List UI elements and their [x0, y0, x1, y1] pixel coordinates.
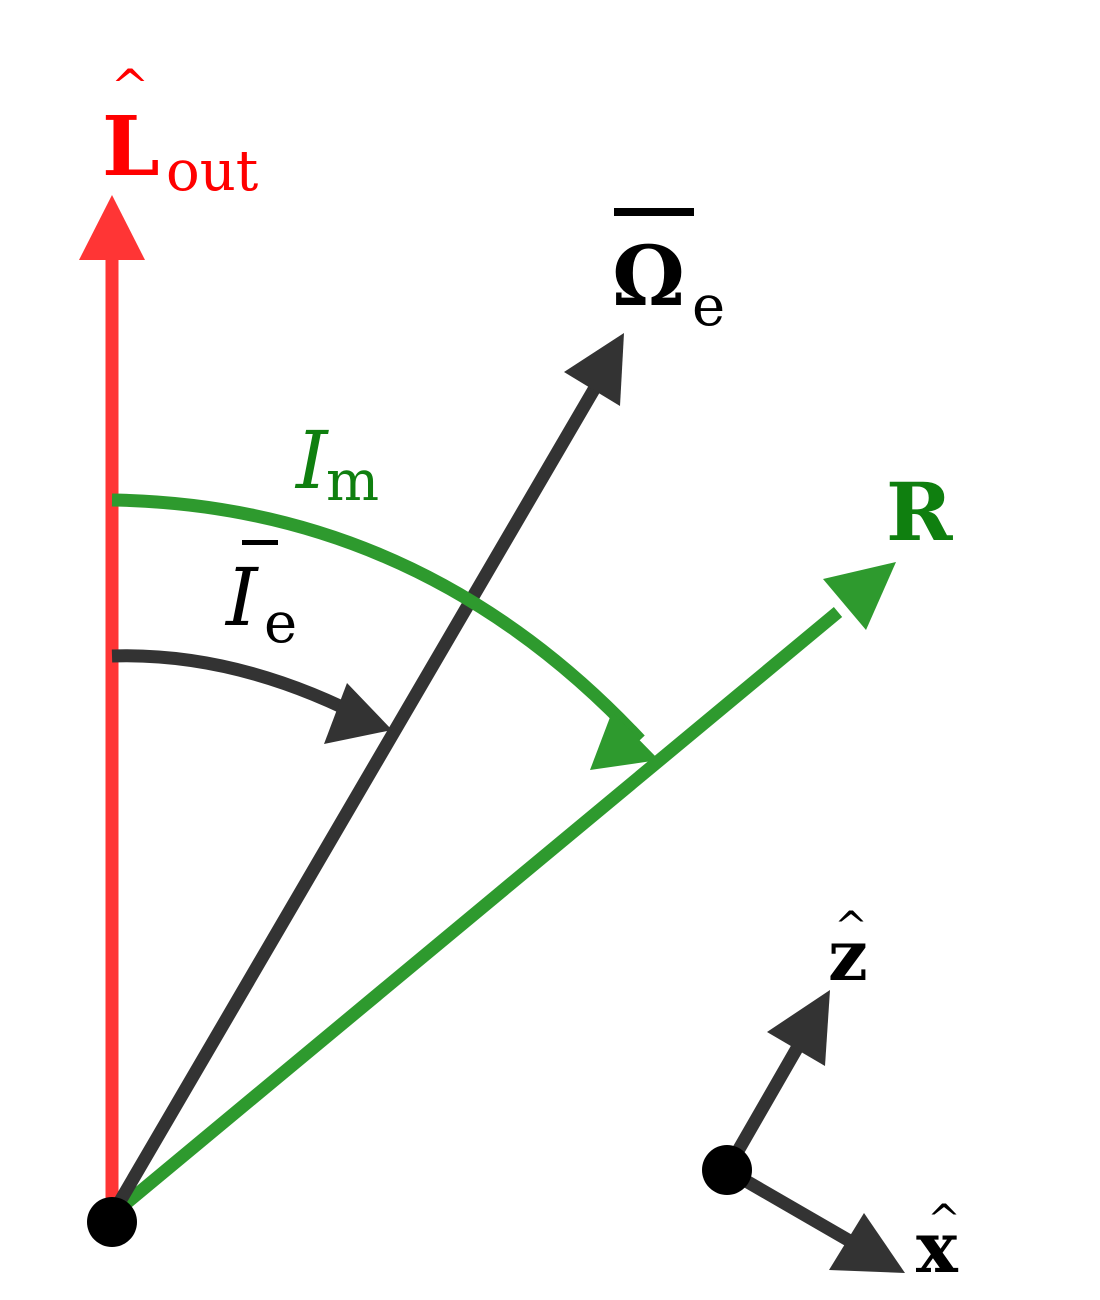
- l-out-symbol: L: [102, 99, 160, 195]
- z-hat-symbol: z: [828, 914, 868, 997]
- l-out-label: ^ L out: [102, 59, 259, 204]
- i-m-label: I m: [294, 414, 379, 514]
- omega-e-vector: [106, 333, 624, 1219]
- x-hat-caret: ^: [927, 1197, 961, 1243]
- x-hat-label: ^ x: [916, 1197, 961, 1289]
- l-out-hat: ^: [111, 59, 150, 113]
- r-arrowhead-icon: [823, 562, 896, 630]
- l-out-arrowhead-icon: [79, 195, 145, 260]
- origin-point-icon: [87, 1197, 137, 1247]
- axes-origin-icon: [702, 1145, 752, 1195]
- z-hat-label: ^ z: [828, 904, 868, 997]
- omega-e-label: Ω e: [612, 208, 725, 339]
- i-e-overbar: [242, 540, 278, 545]
- x-hat-symbol: x: [916, 1206, 959, 1289]
- z-hat-caret: ^: [834, 904, 868, 950]
- i-e-label: I e: [224, 540, 297, 656]
- r-label: R: [886, 465, 953, 559]
- x-axis-arrowhead-icon: [829, 1213, 905, 1273]
- z-axis-arrowhead-icon: [767, 990, 830, 1066]
- i-m-arc: [111, 493, 659, 770]
- axes-triad: [702, 990, 905, 1273]
- i-e-symbol: I: [224, 551, 259, 644]
- omega-e-symbol: Ω: [612, 229, 685, 325]
- i-m-symbol: I: [294, 414, 329, 507]
- i-e-subscript: e: [264, 591, 297, 656]
- i-m-subscript: m: [326, 449, 379, 514]
- i-e-arc: [111, 649, 392, 744]
- i-e-arrowhead-icon: [324, 683, 392, 744]
- l-out-subscript: out: [166, 139, 259, 204]
- omega-e-overbar: [614, 208, 694, 216]
- omega-e-subscript: e: [692, 274, 725, 339]
- omega-e-arrowhead-icon: [564, 333, 624, 406]
- l-out-vector: [79, 195, 145, 1215]
- r-vector: [107, 562, 896, 1221]
- i-m-arrowhead-icon: [590, 712, 659, 770]
